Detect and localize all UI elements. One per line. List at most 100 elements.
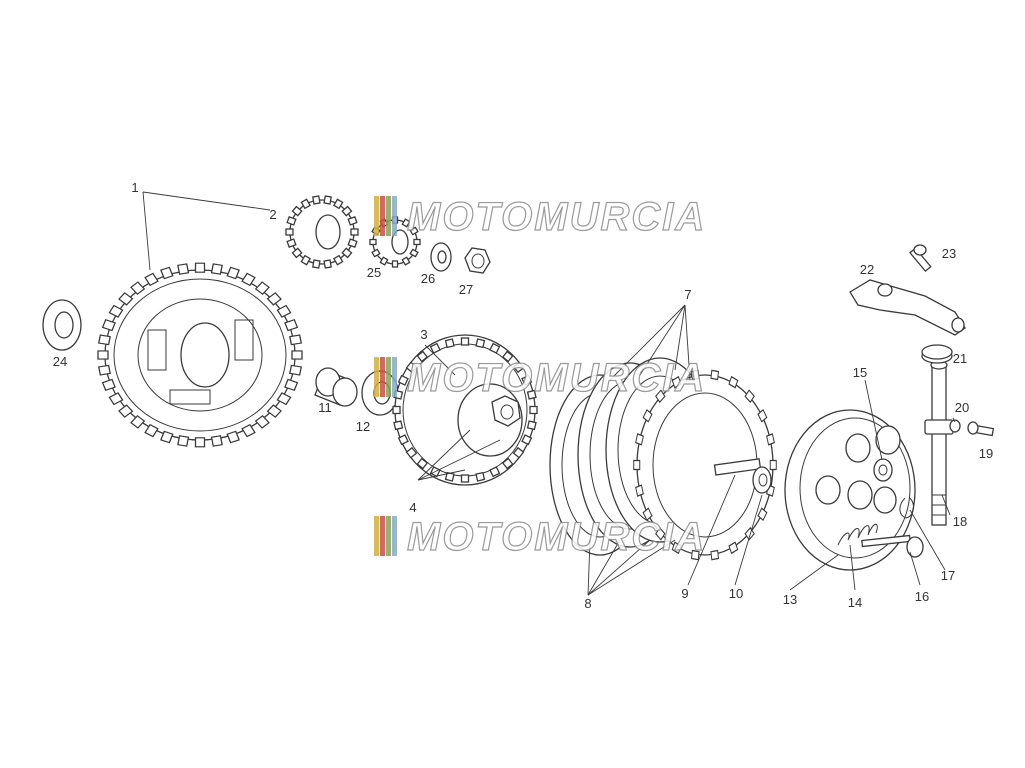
- gear-tooth: [401, 218, 411, 228]
- callout-21: 21: [953, 351, 967, 366]
- part-19-screw: [967, 421, 995, 437]
- watermark-color-bar: [380, 516, 385, 556]
- watermark-color-bar: [386, 516, 391, 556]
- watermark-color-bar: [392, 357, 397, 397]
- callout-4: 4: [409, 500, 416, 515]
- gear-tooth: [671, 541, 682, 555]
- gear-tooth: [501, 350, 514, 363]
- gear-tooth: [769, 459, 777, 471]
- gear-tooth: [285, 228, 294, 236]
- gear-tooth: [744, 526, 755, 541]
- gear-tooth: [226, 266, 240, 280]
- gear-tooth: [710, 369, 720, 381]
- part-21-seal: [921, 344, 953, 364]
- callout-27: 27: [459, 282, 473, 297]
- gear-tooth: [371, 248, 381, 258]
- watermark-text: MOTOMURCIA: [407, 356, 706, 400]
- callout-8: 8: [584, 596, 591, 611]
- part-2-gear: [285, 195, 359, 269]
- callout-16: 16: [915, 589, 929, 604]
- gear-tooth: [642, 507, 653, 522]
- gear-tooth: [177, 435, 190, 447]
- gear-tooth: [413, 238, 421, 246]
- watermark-text: MOTOMURCIA: [407, 515, 706, 559]
- gear-tooth: [108, 304, 124, 318]
- watermark-bottom: MOTOMURCIA: [374, 514, 706, 560]
- gear-tooth: [475, 338, 486, 349]
- gear-tooth: [728, 541, 739, 555]
- gear-tooth: [226, 430, 240, 444]
- part-22-clutch-lever: [849, 279, 966, 336]
- gear-tooth: [501, 457, 514, 470]
- gear-tooth: [633, 459, 641, 471]
- part-26-washer: [430, 242, 452, 272]
- part-16-bolt: [861, 534, 924, 558]
- gear-tooth: [160, 430, 174, 444]
- gear-tooth: [300, 254, 311, 266]
- gear-tooth: [460, 337, 470, 346]
- part-1-clutch-housing: [97, 262, 303, 448]
- gear-tooth: [728, 375, 739, 389]
- part-24-washer: [42, 299, 82, 351]
- gear-tooth: [286, 238, 297, 248]
- gear-tooth: [101, 319, 116, 332]
- callout-20: 20: [955, 400, 969, 415]
- gear-tooth: [289, 364, 302, 376]
- gear-tooth: [526, 420, 537, 431]
- gear-tooth: [194, 437, 206, 448]
- leader-lines: [142, 191, 956, 596]
- gear-tooth: [286, 216, 297, 226]
- callout-24: 24: [53, 354, 67, 369]
- gear-tooth: [369, 238, 377, 246]
- part-11-bushing: [314, 367, 358, 407]
- gear-tooth: [766, 433, 775, 446]
- gear-tooth: [312, 195, 321, 205]
- gear-tooth: [397, 434, 409, 446]
- gear-tooth: [460, 474, 470, 483]
- gear-tooth: [241, 423, 256, 438]
- gear-tooth: [276, 392, 292, 406]
- part-27-nut: [464, 247, 491, 274]
- gear-tooth: [177, 263, 190, 275]
- part-15-spring: [873, 458, 893, 482]
- gear-tooth: [291, 247, 303, 259]
- gear-tooth: [97, 350, 109, 360]
- gear-tooth: [300, 198, 311, 210]
- gear-tooth: [397, 374, 409, 386]
- watermark-color-bar: [374, 516, 379, 556]
- part-10-washer: [752, 466, 772, 494]
- gear-tooth: [210, 435, 223, 447]
- gear-tooth: [393, 420, 404, 431]
- watermark-text: MOTOMURCIA: [407, 195, 706, 239]
- callout-11: 11: [318, 400, 332, 415]
- gear-tooth: [289, 334, 302, 346]
- gear-tooth: [98, 364, 111, 376]
- gear-tooth: [291, 205, 303, 217]
- gear-tooth: [379, 256, 389, 266]
- gear-tooth: [429, 342, 441, 354]
- gear-tooth: [391, 260, 399, 268]
- parts-7-8-clutch-plates: [549, 357, 777, 561]
- callout-19: 19: [979, 446, 993, 461]
- gear-tooth: [347, 216, 358, 226]
- gear-tooth: [475, 471, 486, 482]
- gear-tooth: [323, 195, 332, 205]
- callout-18: 18: [953, 514, 967, 529]
- callout-26: 26: [421, 271, 435, 286]
- gear-tooth: [409, 248, 419, 258]
- gear-tooth: [642, 408, 653, 423]
- gear-tooth: [757, 507, 768, 522]
- watermark-color-bar: [386, 357, 391, 397]
- gear-tooth: [405, 446, 418, 459]
- part-20-washer: [949, 419, 961, 433]
- gear-tooth: [744, 389, 755, 404]
- gear-tooth: [526, 389, 537, 400]
- gear-tooth: [757, 408, 768, 423]
- gear-tooth: [130, 415, 146, 429]
- gear-tooth: [254, 281, 270, 295]
- gear-tooth: [194, 262, 206, 273]
- gear-tooth: [144, 423, 159, 438]
- gear-tooth: [266, 404, 282, 418]
- part-18-shaft: [924, 360, 954, 526]
- part-17-circlip: [899, 497, 914, 519]
